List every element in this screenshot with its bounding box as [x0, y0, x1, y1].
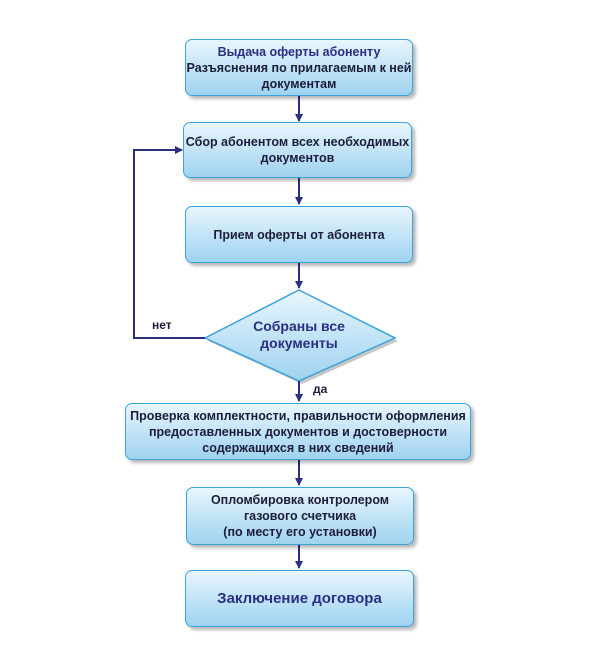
- step-check-box: Проверка комплектности, правильности офо…: [125, 403, 471, 460]
- step-seal-box: Опломбировка контролером газового счетчи…: [186, 487, 414, 545]
- step-offer-line-2: документам: [261, 76, 337, 91]
- arrow-decision-no-loop: [133, 146, 205, 339]
- step-seal-line-2: газового счетчика: [243, 509, 357, 523]
- step-check-line-2: предоставленных документов и достовернос…: [148, 424, 448, 439]
- edge-label-no: нет: [152, 318, 172, 332]
- decision-label: Собраны все документы: [205, 318, 393, 352]
- step-offer-box: Выдача оферты абоненту Разъяснения по пр…: [185, 39, 413, 96]
- step-offer-title: Выдача оферты абоненту: [217, 44, 381, 59]
- decision-line-1: Собраны все: [253, 318, 345, 334]
- step-contract-box: Заключение договора: [185, 570, 414, 627]
- step-seal-line-1: Опломбировка контролером: [210, 493, 390, 507]
- step-offer-line-1: Разъяснения по прилагаемым к ней: [186, 60, 412, 75]
- step-collect-line-1: Сбор абонентом всех необходимых: [185, 135, 410, 149]
- edge-label-yes: да: [313, 382, 328, 396]
- step-check-line-1: Проверка комплектности, правильности офо…: [130, 408, 466, 423]
- step-seal-line-3: (по месту его установки): [223, 525, 377, 539]
- step-receive-box: Прием оферты от абонента: [185, 206, 413, 263]
- decision-line-2: документы: [260, 335, 338, 351]
- step-check-line-3: содержащихся в них сведений: [202, 440, 394, 455]
- step-collect-line-2: документов: [260, 151, 335, 165]
- step-collect-box: Сбор абонентом всех необходимых документ…: [183, 122, 412, 178]
- step-receive-line-1: Прием оферты от абонента: [213, 227, 385, 242]
- step-contract-line-1: Заключение договора: [217, 589, 382, 607]
